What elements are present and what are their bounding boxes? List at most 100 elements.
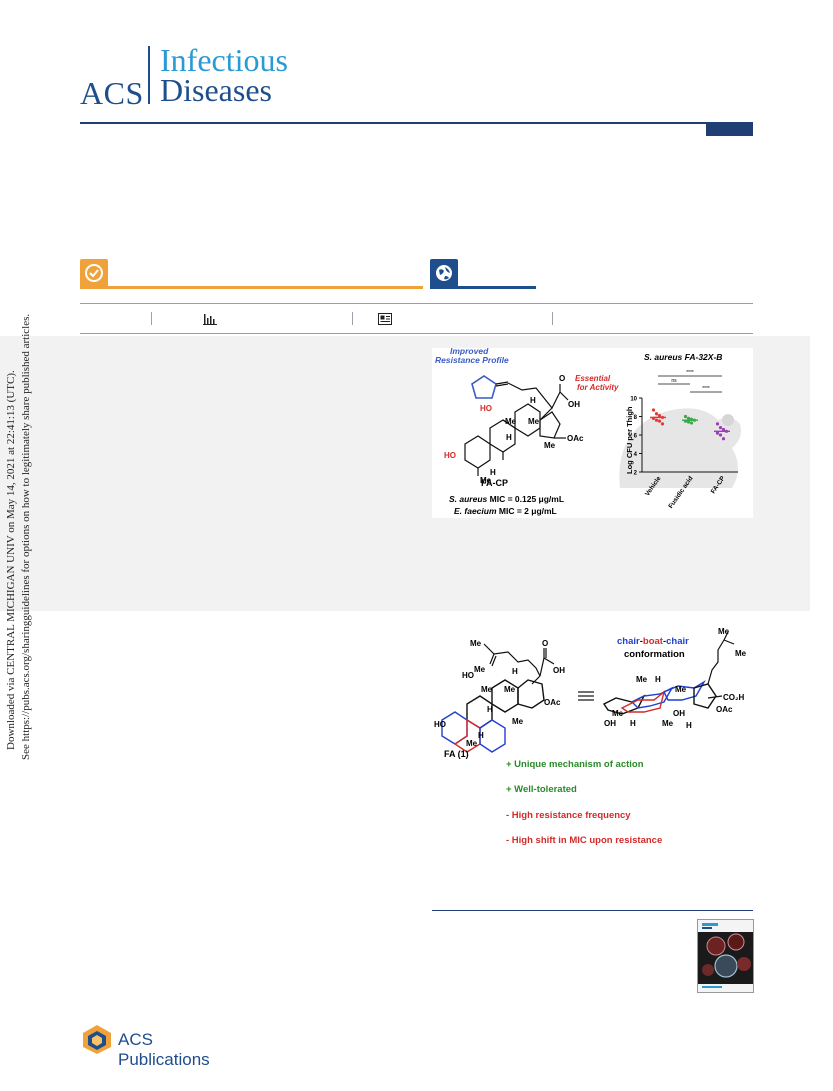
chart-point bbox=[721, 437, 726, 441]
article-type-tab bbox=[706, 123, 753, 136]
acetate-label: OAc bbox=[567, 434, 584, 443]
chart-point bbox=[721, 427, 726, 432]
me-label: Me bbox=[504, 685, 516, 694]
cover-rule bbox=[432, 910, 753, 911]
bar-chart-icon[interactable] bbox=[203, 313, 217, 325]
con-item: - High shift in MIC upon resistance bbox=[506, 835, 662, 846]
hydroxyl-ho-3: HO bbox=[434, 720, 446, 729]
hydroxyl-ho-11: HO bbox=[462, 671, 474, 680]
compound-label: FA-CP bbox=[481, 478, 508, 488]
compound-label: FA (1) bbox=[444, 749, 469, 759]
me-label: Me bbox=[470, 639, 482, 648]
fa-acid-group bbox=[531, 648, 555, 685]
improved-label-1: Improved bbox=[450, 348, 489, 356]
article-icon[interactable] bbox=[378, 313, 392, 325]
download-sidebar: Downloaded via CENTRAL MICHIGAN UNIV on … bbox=[0, 314, 40, 770]
mic-line-1: S. aureus MIC = 0.125 μg/mL bbox=[449, 494, 564, 504]
open-access-rule bbox=[80, 286, 423, 289]
conformation-chair-2: chair bbox=[666, 636, 689, 647]
conformer-side-chain bbox=[707, 631, 735, 699]
globe-icon bbox=[436, 265, 452, 281]
toc-steroid-skeleton bbox=[464, 384, 569, 476]
conformation-dash-1: - bbox=[640, 636, 643, 647]
h-label: H bbox=[506, 433, 512, 442]
chart-y-tick-label: 4 bbox=[634, 452, 638, 458]
h-label: H bbox=[478, 731, 484, 740]
carbonyl-o: O bbox=[559, 374, 565, 383]
publisher-abbr: ACS bbox=[80, 75, 144, 111]
me-label: Me bbox=[662, 719, 674, 728]
chart-point bbox=[651, 408, 656, 412]
h-label: H bbox=[686, 721, 692, 730]
figure-svg: Me Me O OH HO H Me Me OAc H Me HO H Me F… bbox=[434, 627, 747, 846]
pro-item: + Unique mechanism of action bbox=[506, 759, 644, 770]
me-label: Me bbox=[505, 417, 517, 426]
chart-y-tick-label: 10 bbox=[630, 397, 637, 403]
conformation-word: conformation bbox=[624, 649, 685, 660]
mic-value-2: MIC = 2 μg/mL bbox=[497, 506, 557, 516]
essential-label-1: Essential bbox=[575, 374, 611, 383]
journal-cover-thumbnail[interactable] bbox=[697, 919, 754, 993]
chart-point bbox=[657, 419, 662, 423]
cover-art bbox=[698, 920, 753, 992]
acid-oh: OH bbox=[568, 400, 580, 409]
me-label: Me bbox=[636, 675, 648, 684]
chart-significance-label: **** bbox=[702, 386, 710, 392]
carbonyl-o: O bbox=[542, 639, 548, 648]
acs-publications-logo: ACS Publications bbox=[80, 1023, 240, 1069]
me-label: Me bbox=[612, 709, 624, 718]
con-item: - High resistance frequency bbox=[506, 810, 631, 821]
journal-name-line1: Infectious bbox=[160, 42, 288, 78]
h-label: H bbox=[487, 705, 493, 714]
metrics-separator bbox=[151, 312, 152, 325]
open-access-badge[interactable] bbox=[80, 259, 108, 287]
check-circle-icon bbox=[85, 264, 103, 282]
me-label: Me bbox=[466, 739, 478, 748]
conformation-dash-2: - bbox=[663, 636, 666, 647]
mic-line-2: E. faecium MIC = 2 μg/mL bbox=[454, 506, 557, 516]
cyclopentylidene-group bbox=[471, 375, 545, 399]
h-label: H bbox=[630, 719, 636, 728]
acetate-label: OAc bbox=[544, 698, 561, 707]
me-label: Me bbox=[528, 417, 540, 426]
oh-label: OH bbox=[673, 709, 685, 718]
acetate-label: OAc bbox=[716, 705, 733, 714]
journal-name-line2: Diseases bbox=[160, 72, 272, 108]
oh-label: OH bbox=[604, 719, 616, 728]
chart-title: S. aureus FA-32X-B bbox=[644, 352, 722, 362]
conformation-chair-1: chair bbox=[617, 636, 640, 647]
chart-y-tick-label: 6 bbox=[634, 434, 638, 440]
journal-logo: ACS Infectious Diseases bbox=[80, 42, 310, 111]
conformation-title: chair-boat-chair bbox=[617, 636, 689, 647]
me-label: Me bbox=[675, 685, 687, 694]
conformer-rings bbox=[602, 680, 717, 715]
globe-rule bbox=[430, 286, 536, 289]
hydroxyl-ho-11: HO bbox=[480, 404, 492, 413]
chart-point bbox=[660, 422, 665, 426]
me-label: Me bbox=[718, 627, 730, 636]
hydroxyl-ho-3: HO bbox=[444, 451, 456, 460]
acs-hexagon-icon bbox=[83, 1025, 111, 1054]
co2h-label: CO₂H bbox=[723, 693, 745, 702]
me-label: Me bbox=[481, 685, 493, 694]
globe-badge[interactable] bbox=[430, 259, 458, 287]
chart-point bbox=[686, 420, 691, 424]
download-note: Downloaded via CENTRAL MICHIGAN UNIV on … bbox=[5, 370, 17, 750]
h-label: H bbox=[655, 675, 661, 684]
chart-point bbox=[654, 412, 659, 416]
me-label: Me bbox=[735, 649, 747, 658]
chart-significance-label: ns bbox=[671, 378, 677, 384]
me-label: Me bbox=[544, 441, 556, 450]
chart-mouse-silhouette bbox=[619, 408, 741, 488]
h-label: H bbox=[512, 667, 518, 676]
chart-point bbox=[715, 422, 720, 426]
sharing-note: See https://pubs.acs.org/sharingguidelin… bbox=[20, 313, 32, 760]
chart-point bbox=[718, 433, 723, 437]
chart-point bbox=[683, 414, 688, 419]
fa-side-chain bbox=[483, 643, 541, 677]
equivalence-symbol bbox=[578, 691, 594, 701]
toc-graphic: Improved Resistance Profile Essential fo… bbox=[432, 346, 753, 518]
pro-item: + Well-tolerated bbox=[506, 784, 577, 795]
mic-organism-2: E. faecium bbox=[454, 506, 497, 516]
header-rule bbox=[80, 122, 753, 124]
